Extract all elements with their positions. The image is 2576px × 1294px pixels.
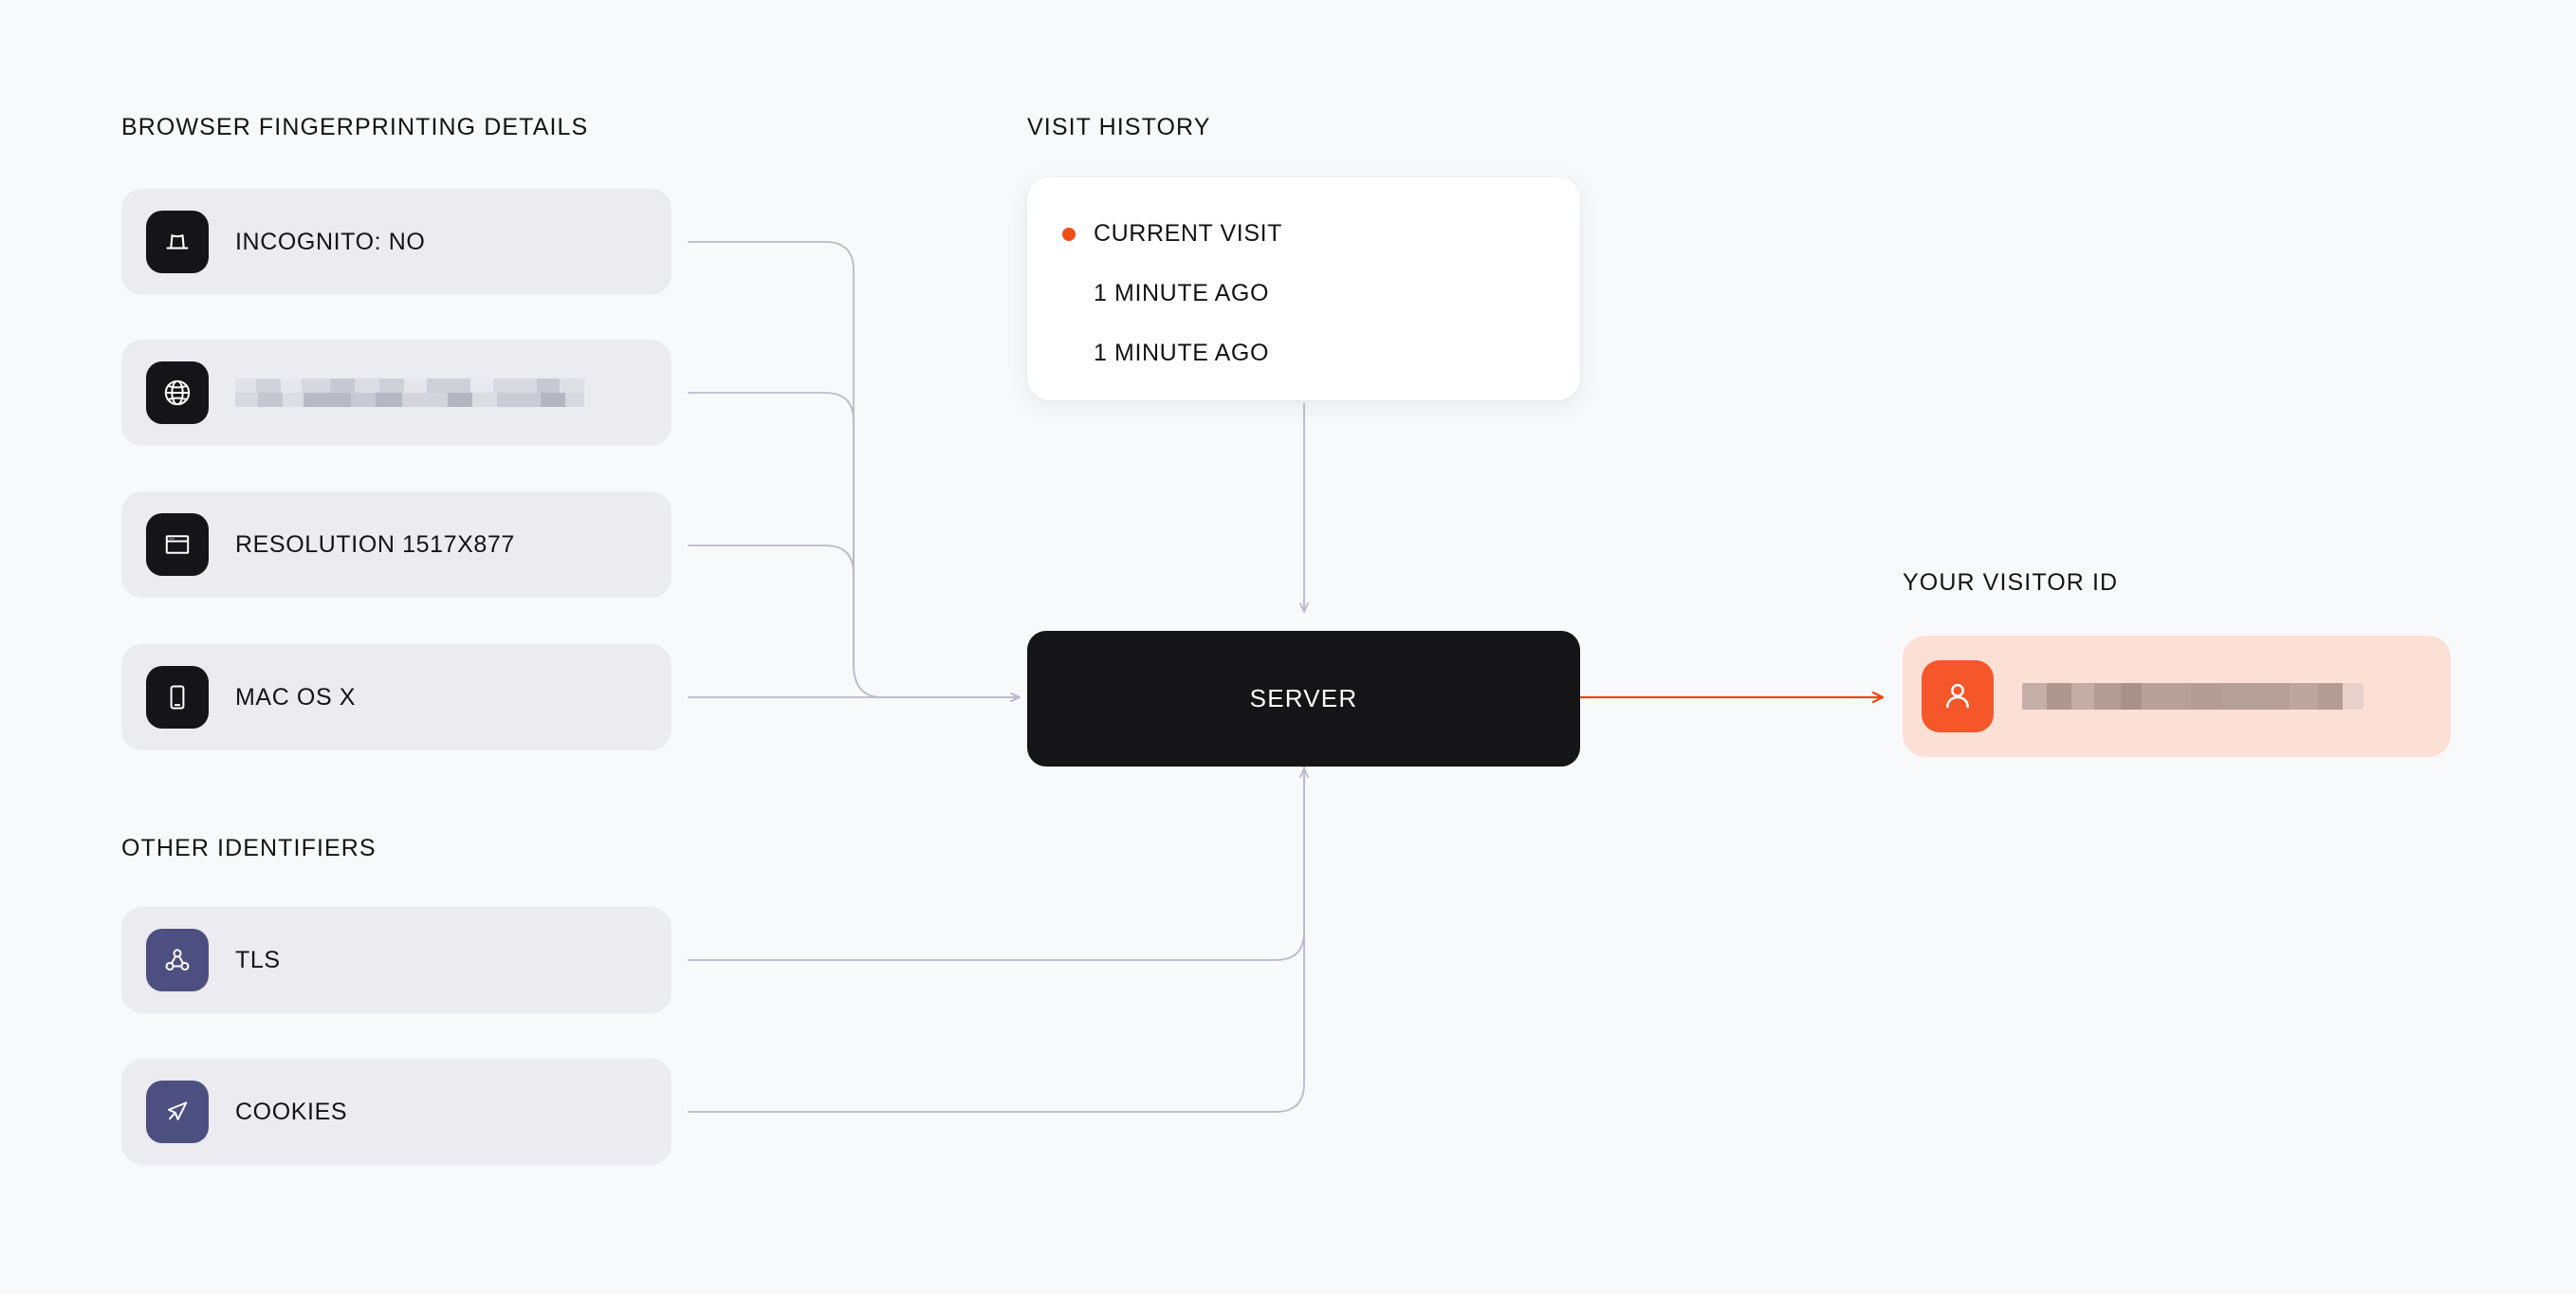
visit-history-section-title: VISIT HISTORY — [1027, 114, 1211, 140]
visit-history-item[interactable]: 1 MINUTE AGO — [1048, 264, 1580, 324]
browser-window-icon — [146, 513, 209, 576]
other-identifier-row-label: TLS — [235, 946, 281, 973]
visitor-id-card[interactable] — [1903, 636, 2451, 757]
network-nodes-icon — [146, 929, 209, 991]
cursor-arrow-icon — [146, 1081, 209, 1143]
other-identifiers-section-title: OTHER IDENTIFIERS — [121, 835, 377, 861]
current-visit-dot — [1062, 227, 1076, 241]
server-node[interactable]: SERVER — [1027, 631, 1580, 767]
fingerprint-row-label: INCOGNITO: NO — [235, 228, 426, 255]
person-icon — [1922, 660, 1994, 732]
fingerprint-row-ip-address[interactable] — [121, 340, 672, 446]
server-label: SERVER — [1249, 684, 1358, 712]
fingerprint-row-incognito[interactable]: INCOGNITO: NO — [121, 189, 672, 295]
other-identifier-row-cookies[interactable]: COOKIES — [121, 1059, 672, 1165]
ip-address-redacted-value — [235, 379, 584, 407]
visit-history-item[interactable]: CURRENT VISIT — [1048, 204, 1580, 264]
visit-history-card: CURRENT VISIT 1 MINUTE AGO 1 MINUTE AGO — [1027, 177, 1580, 400]
fingerprint-row-resolution[interactable]: RESOLUTION 1517X877 — [121, 491, 672, 598]
visitor-id-redacted-value — [2022, 683, 2364, 710]
other-identifier-row-label: COOKIES — [235, 1098, 348, 1125]
visit-history-item[interactable]: 1 MINUTE AGO — [1048, 324, 1580, 383]
visitor-id-section-title: YOUR VISITOR ID — [1903, 569, 2119, 596]
mobile-device-icon — [146, 666, 209, 729]
visit-history-item-label: 1 MINUTE AGO — [1094, 340, 1270, 366]
fingerprint-row-operating-system[interactable]: MAC OS X — [121, 644, 672, 750]
other-identifier-row-tls[interactable]: TLS — [121, 907, 672, 1013]
fingerprint-row-label: RESOLUTION 1517X877 — [235, 530, 515, 558]
fingerprint-row-label: MAC OS X — [235, 683, 357, 711]
globe-icon — [146, 361, 209, 424]
visit-history-item-label: 1 MINUTE AGO — [1094, 280, 1270, 306]
fingerprint-section-title: BROWSER FINGERPRINTING DETAILS — [121, 114, 589, 140]
visit-history-item-label: CURRENT VISIT — [1094, 220, 1283, 247]
incognito-hat-icon — [146, 211, 209, 273]
